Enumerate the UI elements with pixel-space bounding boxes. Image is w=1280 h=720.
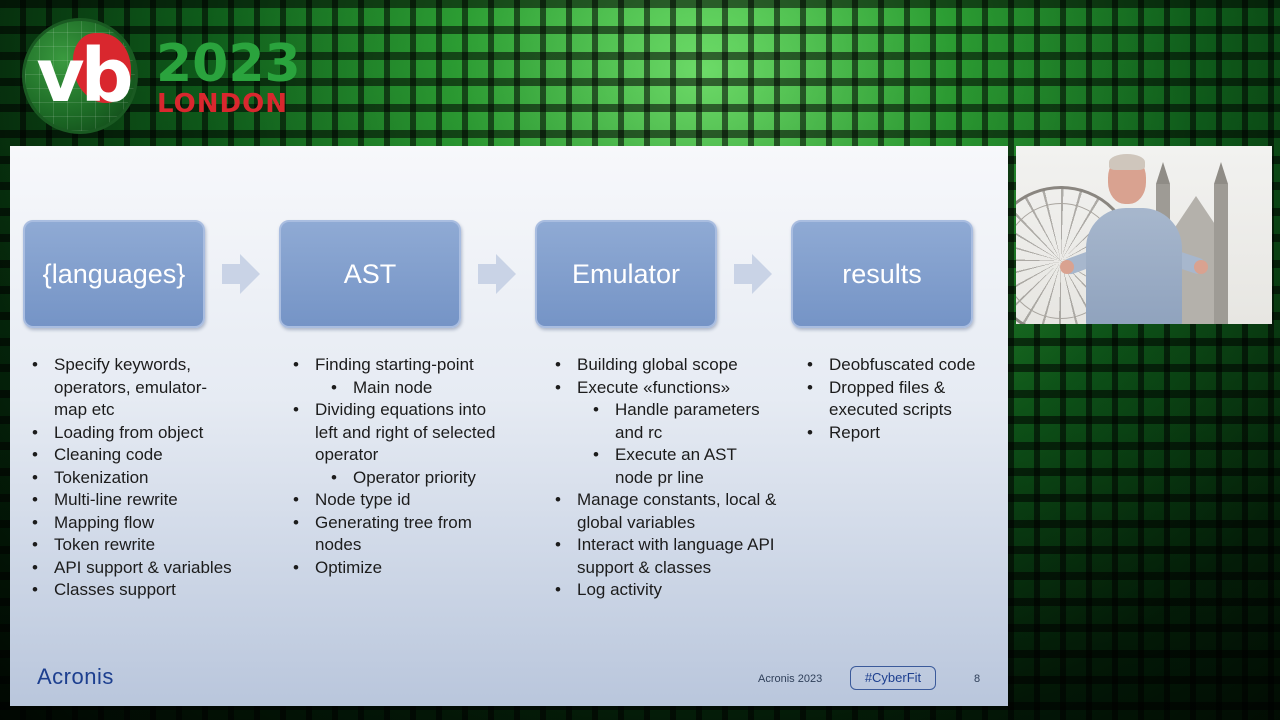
list-item: Finding starting-point <box>291 354 506 377</box>
logo-text: vb <box>36 33 133 119</box>
list-item: Generating tree from nodes <box>291 512 506 557</box>
stage-label: {languages} <box>42 258 186 289</box>
stage-box-languages: {languages} <box>23 220 205 328</box>
stage-label: AST <box>343 258 397 289</box>
list-subitem: Operator priority <box>291 467 506 490</box>
event-city: LONDON <box>157 89 288 119</box>
list-subitem: Main node <box>291 377 506 400</box>
column-ast: Finding starting-point Main node Dividin… <box>291 354 506 579</box>
page-number: 8 <box>974 673 981 685</box>
vb-globe-logo: vb <box>22 18 138 134</box>
list-item: Token rewrite <box>30 534 240 557</box>
list-item: Tokenization <box>30 467 240 490</box>
slide-footer: Acronis Acronis 2023 #CyberFit 8 <box>10 654 1008 706</box>
bullet-list: Building global scope Execute «functions… <box>553 354 778 602</box>
stage-label: Emulator <box>571 258 681 289</box>
list-subitem: Handle parameters and rc <box>553 399 778 444</box>
speaker-hand <box>1194 260 1208 274</box>
list-item: Specify keywords, operators, emulator-ma… <box>30 354 240 422</box>
speaker-hand <box>1060 260 1074 274</box>
spire-illustration <box>1214 162 1228 184</box>
list-item: Mapping flow <box>30 512 240 535</box>
tower-illustration <box>1214 184 1228 324</box>
list-item: Log activity <box>553 579 778 602</box>
speaker-video <box>1016 146 1272 324</box>
presentation-slide: {languages} AST Emulator results Specify… <box>10 146 1008 706</box>
arrow-right-icon <box>734 254 774 294</box>
bullet-list: Specify keywords, operators, emulator-ma… <box>30 354 240 602</box>
list-item: Loading from object <box>30 422 240 445</box>
bullet-list: Finding starting-point Main node Dividin… <box>291 354 506 579</box>
list-item: Optimize <box>291 557 506 580</box>
spire-illustration <box>1156 162 1170 184</box>
stage-box-results: results <box>791 220 973 328</box>
speaker-hair <box>1109 154 1145 170</box>
stage-box-ast: AST <box>279 220 461 328</box>
list-item: Building global scope <box>553 354 778 377</box>
stage-box-emulator: Emulator <box>535 220 717 328</box>
list-item: Dropped files & executed scripts <box>805 377 985 422</box>
list-item: Execute «functions» <box>553 377 778 400</box>
footer-year: Acronis 2023 <box>758 673 823 685</box>
list-item: Report <box>805 422 985 445</box>
arrow-right-icon <box>478 254 518 294</box>
event-year: 2023 <box>156 34 301 94</box>
list-item: Classes support <box>30 579 240 602</box>
column-languages: Specify keywords, operators, emulator-ma… <box>30 354 240 602</box>
bullet-list: Deobfuscated code Dropped files & execut… <box>805 354 985 444</box>
list-item: Multi-line rewrite <box>30 489 240 512</box>
list-item: Cleaning code <box>30 444 240 467</box>
acronis-logo: Acronis <box>37 664 114 689</box>
speaker-body <box>1086 208 1182 324</box>
list-item: Dividing equations into left and right o… <box>291 399 506 467</box>
hashtag-badge: #CyberFit <box>850 666 936 690</box>
stage-label: results <box>842 258 922 289</box>
globe-red-landmass <box>73 33 131 103</box>
list-item: Node type id <box>291 489 506 512</box>
column-emulator: Building global scope Execute «functions… <box>553 354 778 602</box>
list-item: Manage constants, local & global variabl… <box>553 489 778 534</box>
list-item: API support & variables <box>30 557 240 580</box>
arrow-right-icon <box>222 254 262 294</box>
list-item: Interact with language API support & cla… <box>553 534 778 579</box>
list-subitem: Execute an AST node pr line <box>553 444 778 489</box>
list-item: Deobfuscated code <box>805 354 985 377</box>
column-results: Deobfuscated code Dropped files & execut… <box>805 354 985 444</box>
